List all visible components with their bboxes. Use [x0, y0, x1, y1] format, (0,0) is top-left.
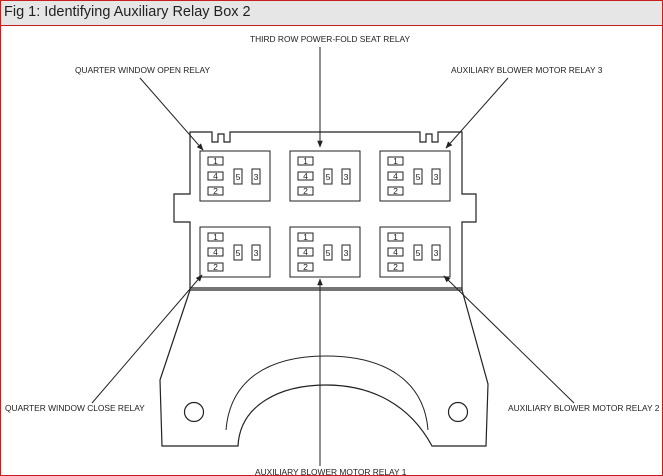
pin-box: [207, 247, 224, 257]
pin-box: [251, 168, 261, 185]
pin-box: [297, 232, 314, 242]
pin-label: 5: [326, 172, 331, 182]
pin-box: [387, 156, 404, 166]
pin-label: 2: [303, 262, 308, 272]
pin-label: 1: [303, 232, 308, 242]
relay-slot-quarter-window-open: [199, 150, 271, 202]
pin-label: 5: [236, 248, 241, 258]
pin-box: [341, 244, 351, 261]
pin-box: [323, 168, 333, 185]
pin-label: 3: [344, 172, 349, 182]
pin-box: [297, 262, 314, 272]
pin-label: 4: [303, 247, 308, 257]
pin-box: [387, 186, 404, 196]
pin-box: [297, 247, 314, 257]
pin-label: 1: [393, 156, 398, 166]
label-aux-blower-relay-3: AUXILIARY BLOWER MOTOR RELAY 3: [451, 65, 603, 75]
pin-box: [233, 168, 243, 185]
arrow-quarter-close: [91, 274, 203, 404]
pin-box: [207, 156, 224, 166]
pin-box: [413, 244, 423, 261]
pin-box: [431, 168, 441, 185]
pin-label: 4: [213, 247, 218, 257]
pin-label: 1: [213, 156, 218, 166]
mounting-bracket: [159, 289, 489, 447]
relay-slots: 1 4 5 3 2 1 4 5 3 2 1 4 5 3 2 1 4 5 3 2 1 4 5 3 2 1 4 5 3 2: [199, 150, 451, 278]
pin-label: 2: [303, 186, 308, 196]
pin-box: [387, 262, 404, 272]
pin-box: [207, 262, 224, 272]
pin-box: [297, 171, 314, 181]
pin-label: 5: [416, 248, 421, 258]
pin-label: 2: [393, 186, 398, 196]
pin-box: [387, 232, 404, 242]
pin-box: [387, 247, 404, 257]
pin-box: [341, 168, 351, 185]
pin-box: [413, 168, 423, 185]
pin-box: [207, 186, 224, 196]
pin-label: 2: [213, 186, 218, 196]
pin-label: 5: [236, 172, 241, 182]
relay-slot-aux-blower-2: [379, 226, 451, 278]
pin-label: 3: [344, 248, 349, 258]
pin-box: [297, 156, 314, 166]
pin-box: [387, 171, 404, 181]
relay-slot-third-row-seat: [289, 150, 361, 202]
figure-title: Fig 1: Identifying Auxiliary Relay Box 2: [4, 4, 251, 20]
label-quarter-window-close-relay: QUARTER WINDOW CLOSE RELAY: [5, 403, 145, 413]
pin-box: [323, 244, 333, 261]
pin-label: 5: [326, 248, 331, 258]
relay-slot-aux-blower-1: [289, 226, 361, 278]
figure-title-bar: Fig 1: Identifying Auxiliary Relay Box 2: [1, 1, 662, 26]
label-third-row-relay: THIRD ROW POWER-FOLD SEAT RELAY: [250, 34, 410, 44]
pin-label: 3: [434, 248, 439, 258]
pin-label: 2: [213, 262, 218, 272]
pin-label: 4: [213, 171, 218, 181]
arrow-blower-2: [443, 275, 575, 404]
pin-box: [297, 186, 314, 196]
label-quarter-window-open-relay: QUARTER WINDOW OPEN RELAY: [75, 65, 211, 75]
label-aux-blower-relay-1: AUXILIARY BLOWER MOTOR RELAY 1: [255, 467, 407, 476]
relay-slot-quarter-window-close: [199, 226, 271, 278]
pin-label: 1: [303, 156, 308, 166]
pin-label: 2: [393, 262, 398, 272]
mounting-hole-right: [447, 401, 469, 423]
relay-box-housing: [173, 131, 477, 291]
pin-box: [233, 244, 243, 261]
pin-box: [251, 244, 261, 261]
pin-label: 4: [393, 247, 398, 257]
pin-label: 5: [416, 172, 421, 182]
pin-label: 1: [213, 232, 218, 242]
pin-label: 1: [393, 232, 398, 242]
pin-label: 3: [254, 172, 259, 182]
leader-arrows: [91, 47, 575, 466]
arrow-quarter-open: [139, 77, 204, 151]
pin-label: 4: [393, 171, 398, 181]
pin-box: [431, 244, 441, 261]
label-aux-blower-relay-2: AUXILIARY BLOWER MOTOR RELAY 2: [508, 403, 660, 413]
mounting-hole-left: [183, 401, 205, 423]
pin-box: [207, 171, 224, 181]
pin-label: 4: [303, 171, 308, 181]
arrow-blower-3: [445, 77, 509, 149]
relay-slot-aux-blower-3: [379, 150, 451, 202]
pin-box: [207, 232, 224, 242]
pin-label: 3: [254, 248, 259, 258]
pin-label: 3: [434, 172, 439, 182]
